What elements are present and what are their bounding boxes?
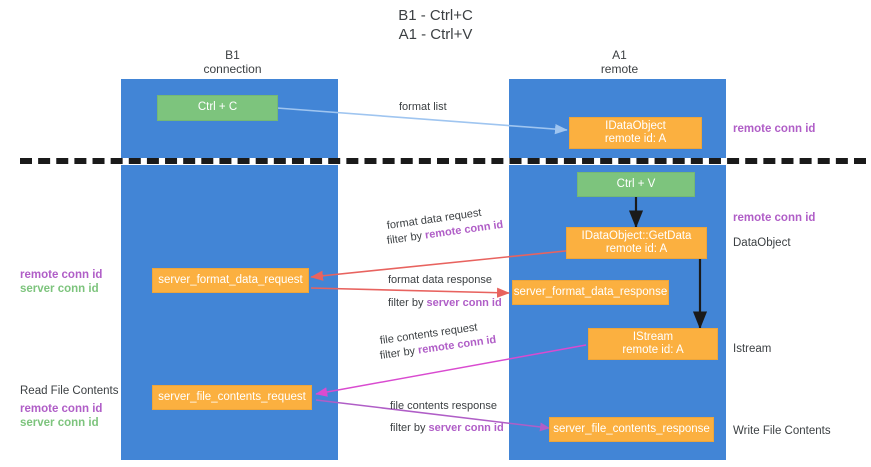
side-label-read-file-contents: Read File Contents	[20, 385, 119, 397]
node-getdata[interactable]: IDataObject::GetData remote id: A	[566, 227, 707, 259]
node-istream-label: IStream	[632, 330, 674, 343]
node-ctrl-v[interactable]: Ctrl + V	[577, 172, 695, 197]
node-istream-sublabel: remote id: A	[622, 344, 684, 356]
side-label-istream: Istream	[733, 343, 772, 355]
node-server-file-contents-request-label: server_file_contents_request	[158, 390, 306, 403]
node-server-file-contents-request[interactable]: server_file_contents_request	[152, 385, 312, 410]
column-b1-name: B1	[225, 48, 240, 62]
node-server-file-contents-response-label: server_file_contents_response	[553, 422, 710, 435]
side-label-server-conn-id-left-2: server conn id	[20, 417, 99, 429]
side-label-remote-conn-id-top: remote conn id	[733, 123, 816, 135]
node-getdata-label: IDataObject::GetData	[581, 229, 692, 242]
side-label-server-conn-id-left: server conn id	[20, 283, 99, 295]
label-filter-prefix-2: filter by	[388, 297, 427, 309]
node-server-format-data-response[interactable]: server_format_data_response	[512, 280, 669, 305]
lane-a1-bottom	[509, 165, 726, 460]
node-server-format-data-request[interactable]: server_format_data_request	[152, 268, 309, 293]
node-server-format-data-response-label: server_format_data_response	[513, 285, 668, 298]
label-filter-prefix-1: filter by	[386, 229, 426, 247]
side-label-write-file-contents: Write File Contents	[733, 425, 831, 437]
lane-b1-bottom	[121, 165, 338, 460]
node-getdata-sublabel: remote id: A	[605, 243, 668, 255]
side-label-remote-conn-id-left-2: remote conn id	[20, 403, 103, 415]
label-format-data-request-group: format data request filter by remote con…	[386, 207, 504, 249]
node-idataobject[interactable]: IDataObject remote id: A	[569, 117, 702, 149]
label-filter-key-4: server conn id	[428, 422, 504, 434]
label-format-data-response: format data response	[388, 274, 492, 286]
node-idataobject-sublabel: remote id: A	[604, 133, 667, 145]
section-divider	[20, 158, 866, 164]
column-caption-b1: B1 connection	[125, 48, 340, 76]
node-ctrl-c-label: Ctrl + C	[197, 101, 238, 114]
side-label-conn-ids-upper: remote conn id server conn id	[20, 268, 102, 296]
label-file-contents-response-filter: filter by server conn id	[390, 421, 504, 436]
label-file-contents-response-group: file contents response filter by server …	[390, 399, 504, 436]
column-a1-sub: remote	[600, 62, 639, 76]
node-server-format-data-request-label: server_format_data_request	[158, 273, 303, 286]
side-label-remote-conn-id-left: remote conn id	[20, 269, 103, 281]
label-format-list: format list	[399, 101, 447, 113]
label-format-data-response-filter: filter by server conn id	[388, 296, 502, 311]
node-idataobject-label: IDataObject	[605, 119, 666, 132]
node-ctrl-v-label: Ctrl + V	[616, 177, 656, 190]
label-file-contents-request-group: file contents request filter by remote c…	[379, 321, 497, 364]
column-a1-name: A1	[612, 48, 627, 62]
node-server-file-contents-response[interactable]: server_file_contents_response	[549, 417, 714, 442]
title-line-1: B1 - Ctrl+C	[398, 7, 473, 24]
column-caption-a1: A1 remote	[512, 48, 727, 76]
node-ctrl-c[interactable]: Ctrl + C	[157, 95, 278, 121]
side-label-remote-conn-id-mid: remote conn id	[733, 212, 816, 224]
side-label-dataobject: DataObject	[733, 237, 791, 249]
title-line-2: A1 - Ctrl+V	[398, 26, 473, 43]
label-filter-prefix-4: filter by	[390, 422, 429, 434]
column-b1-sub: connection	[203, 62, 262, 76]
diagram-title: B1 - Ctrl+C A1 - Ctrl+V	[0, 6, 871, 44]
label-file-contents-response: file contents response	[390, 400, 498, 412]
side-label-conn-ids-lower: remote conn id server conn id	[20, 402, 102, 430]
label-filter-prefix-3: filter by	[379, 344, 419, 362]
node-istream[interactable]: IStream remote id: A	[588, 328, 718, 360]
label-filter-key-2: server conn id	[426, 297, 502, 309]
label-format-data-response-group: format data response filter by server co…	[388, 273, 502, 311]
